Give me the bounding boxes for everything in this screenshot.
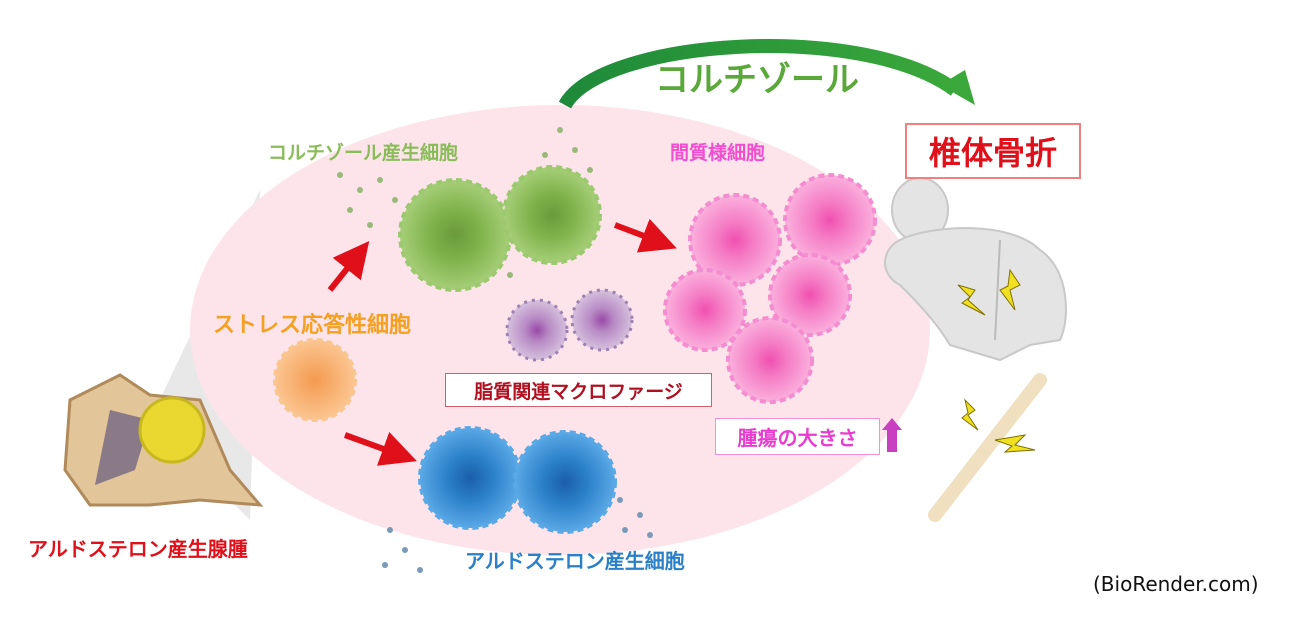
stress-responsive-cell (273, 338, 357, 422)
macrophage-cells (505, 288, 634, 362)
cortisol-label: コルチゾール (655, 60, 859, 100)
aldosterone-particles (382, 497, 653, 573)
vertebral-fracture-label: 椎体骨折 (905, 123, 1081, 179)
differentiation-arrows (327, 218, 677, 466)
increase-arrow-icon (882, 418, 902, 452)
human-back-illustration (884, 177, 1067, 362)
bone-illustration (928, 373, 1047, 522)
pain-bolt-icons (957, 268, 1036, 453)
aldosterone-producing-cells (418, 426, 617, 534)
stromal-like-cell-label: 間質様細胞 (670, 142, 766, 164)
cortisol-arrow (558, 39, 960, 109)
stress-responsive-cell-label: ストレス応答性細胞 (213, 313, 412, 338)
adenoma-illustration (63, 373, 264, 507)
lipid-macrophage-label: 脂質関連マクロファージ (445, 373, 712, 407)
credit-text: (BioRender.com) (1093, 572, 1259, 596)
aldosterone-producing-cell-label: アルドステロン産生細胞 (465, 549, 685, 573)
stromal-like-cells (663, 173, 877, 404)
cortisol-producing-cell-label: コルチゾール産生細胞 (268, 142, 459, 164)
tumor-size-label: 腫瘍の大きさ (715, 418, 880, 455)
adenoma-label: アルドステロン産生腺腫 (28, 537, 248, 561)
cortisol-particles (337, 127, 593, 278)
cortisol-producing-cells (398, 165, 602, 292)
